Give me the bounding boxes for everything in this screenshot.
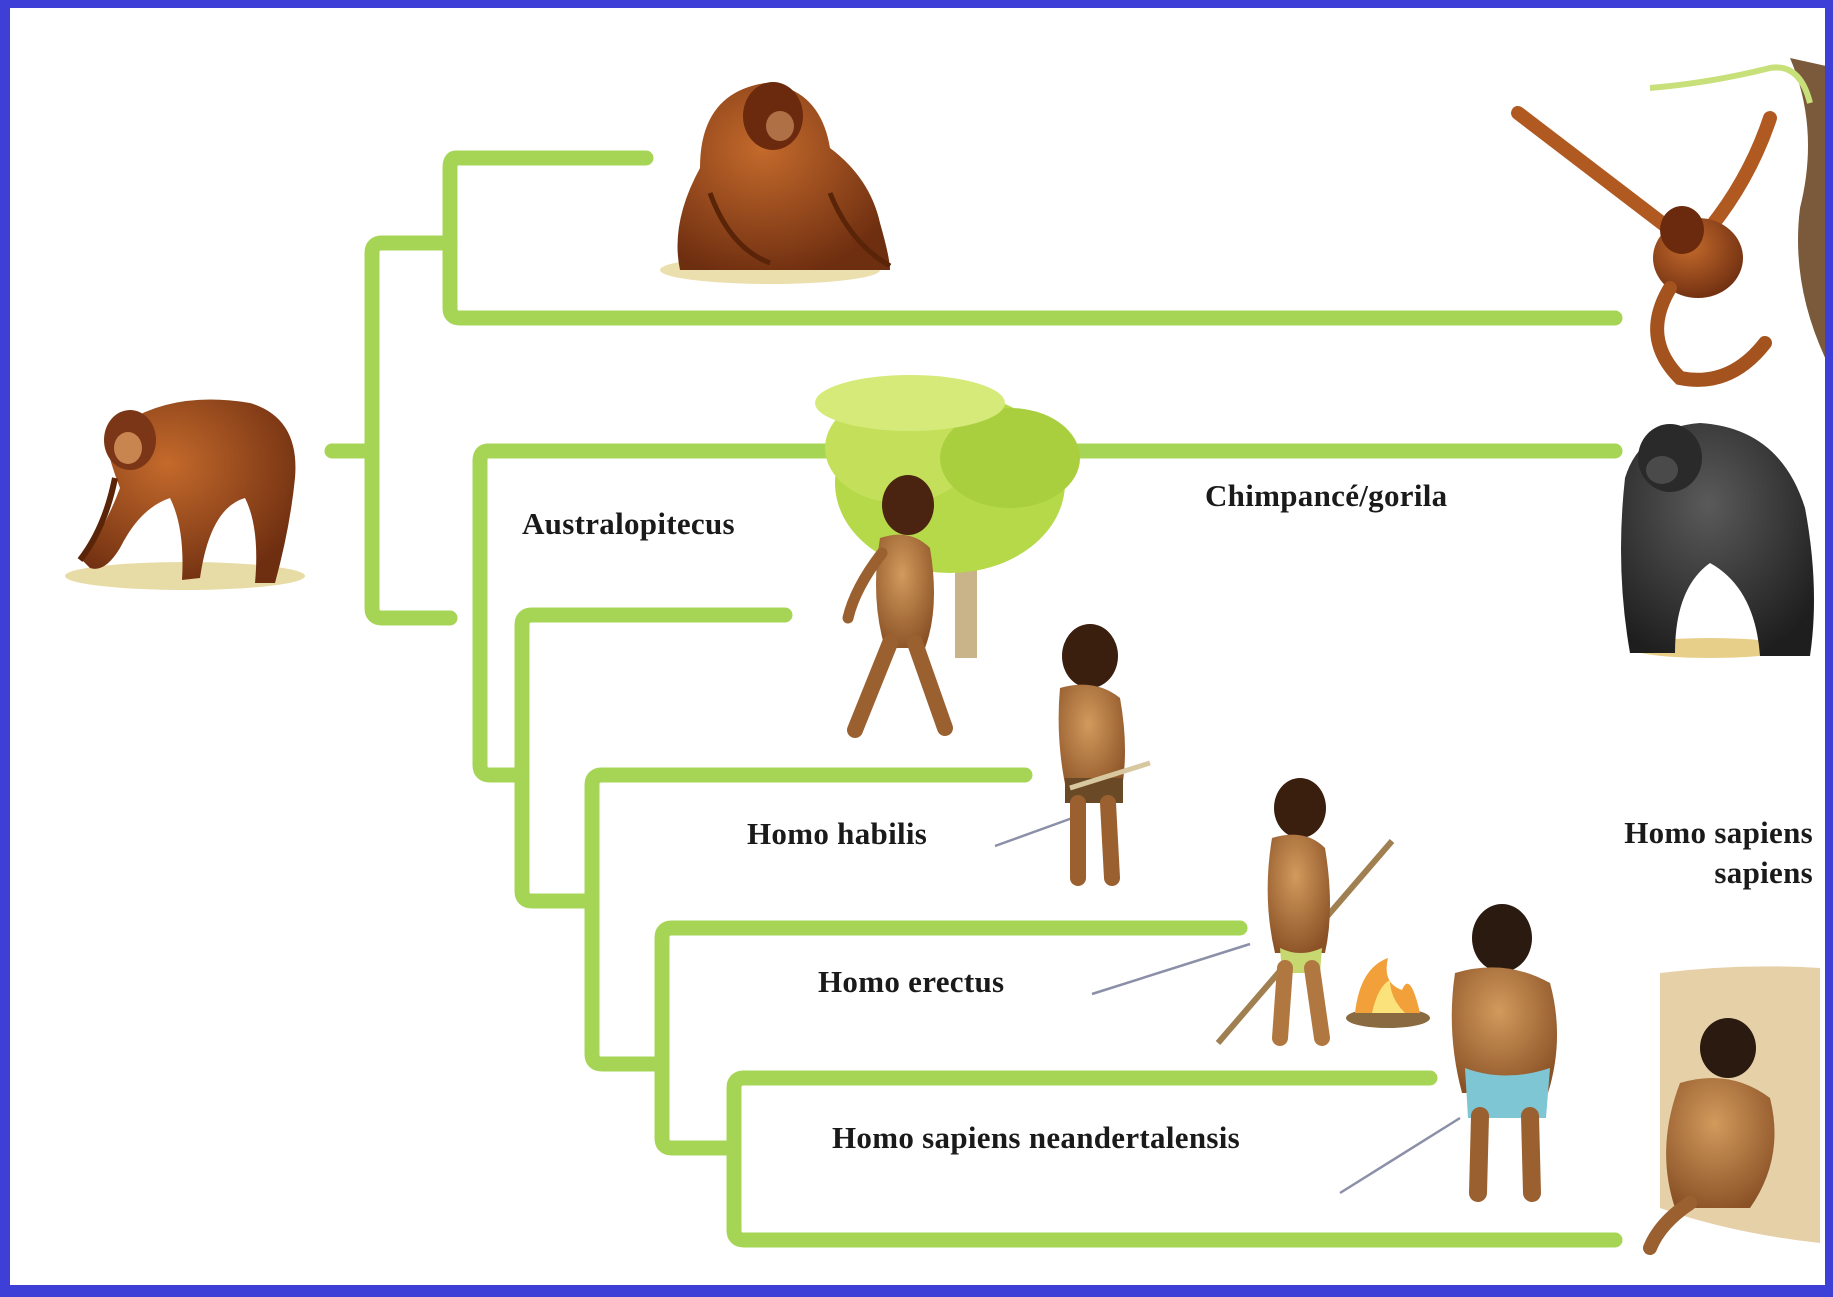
tree-figure — [815, 375, 1080, 658]
gibbon-hanging-figure — [1518, 58, 1833, 380]
label-homo-erectus: Homo erectus — [818, 964, 1004, 1000]
tree-branches — [332, 158, 1615, 1240]
early-homo-fork — [522, 615, 785, 901]
label-homo-habilis: Homo habilis — [747, 816, 927, 852]
root-fork — [372, 243, 450, 618]
label-australopitecus: Australopitecus — [522, 506, 735, 542]
label-homo-sapiens-neandertalensis: Homo sapiens neandertalensis — [832, 1120, 1240, 1156]
gorilla-figure — [1621, 423, 1814, 658]
label-homo-sapiens-sapiens: Homo sapiens sapiens — [1624, 813, 1813, 893]
neandertal-pointer — [1340, 1118, 1460, 1193]
phylogenetic-tree-diagram: Australopitecus Chimpancé/gorila Homo ha… — [10, 8, 1833, 1297]
label-homo-sapiens-line2: sapiens — [1624, 853, 1813, 893]
homo-sapiens-figure — [1452, 904, 1557, 1193]
label-homo-sapiens-line1: Homo sapiens — [1624, 813, 1813, 853]
orangutan-sitting-figure — [660, 82, 890, 284]
erectus-fork — [662, 928, 1240, 1148]
erectus-pointer — [1092, 944, 1250, 994]
ape-fork — [450, 158, 1615, 318]
tree-canvas — [10, 8, 1833, 1297]
fire-figure — [1346, 958, 1430, 1028]
homo-habilis-figure — [1059, 624, 1150, 878]
label-chimpance-gorila: Chimpancé/gorila — [1205, 478, 1447, 514]
neanderthal-figure — [1650, 966, 1820, 1248]
habilis-pointer — [995, 816, 1078, 846]
ancestral-ape-figure — [65, 400, 305, 590]
